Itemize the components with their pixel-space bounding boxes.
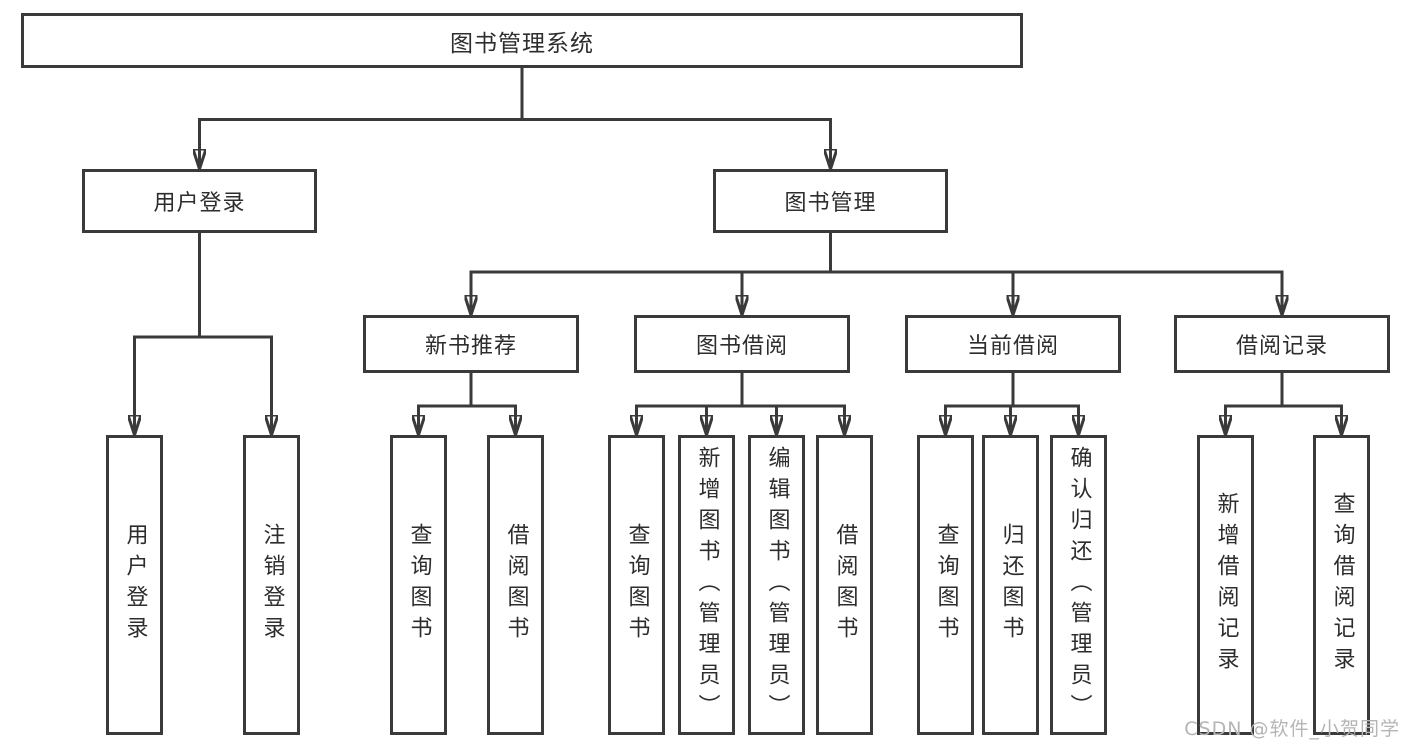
node-user-login-label: 用户登录	[153, 191, 246, 216]
leaf-borrow-books-2: 借阅图书	[816, 435, 873, 735]
leaf-query-borrow-record-label: 查询借阅记录	[1329, 492, 1355, 678]
node-new-book-recommend-label: 新书推荐	[424, 334, 517, 359]
leaf-add-borrow-record-label: 新增借阅记录	[1213, 492, 1239, 678]
leaf-return-books: 归还图书	[982, 435, 1039, 735]
leaf-borrow-books-2-label: 借阅图书	[832, 523, 858, 647]
node-book-borrow-label: 图书借阅	[695, 334, 788, 359]
leaf-confirm-return-admin-label: 确认归还（管理员）	[1066, 445, 1092, 725]
node-current-borrow-label: 当前借阅	[966, 334, 1059, 359]
leaf-logout: 注销登录	[243, 435, 300, 735]
leaf-return-books-label: 归还图书	[998, 523, 1024, 647]
node-new-book-recommend: 新书推荐	[363, 315, 579, 373]
leaf-borrow-books-1: 借阅图书	[487, 435, 544, 735]
leaf-query-books-3-label: 查询图书	[933, 523, 959, 647]
leaf-borrow-books-1-label: 借阅图书	[503, 523, 529, 647]
leaf-query-books-1-label: 查询图书	[406, 523, 432, 647]
leaf-add-borrow-record: 新增借阅记录	[1197, 435, 1254, 735]
leaf-add-books-admin: 新增图书（管理员）	[678, 435, 735, 735]
node-book-management: 图书管理	[713, 169, 948, 233]
node-borrow-records-label: 借阅记录	[1235, 334, 1328, 359]
node-current-borrow: 当前借阅	[905, 315, 1121, 373]
leaf-add-books-admin-label: 新增图书（管理员）	[694, 445, 720, 725]
csdn-watermark: CSDN @软件_小贺同学	[1184, 718, 1400, 740]
leaf-confirm-return-admin: 确认归还（管理员）	[1050, 435, 1107, 735]
leaf-user-login: 用户登录	[106, 435, 163, 735]
leaf-query-books-2: 查询图书	[608, 435, 665, 735]
node-borrow-records: 借阅记录	[1174, 315, 1390, 373]
node-root-library-system: 图书管理系统	[21, 13, 1023, 68]
leaf-query-books-1: 查询图书	[390, 435, 447, 735]
node-user-login: 用户登录	[82, 169, 317, 233]
leaf-query-books-2-label: 查询图书	[624, 523, 650, 647]
leaf-user-login-label: 用户登录	[122, 523, 148, 647]
leaf-edit-books-admin: 编辑图书（管理员）	[748, 435, 805, 735]
node-root-label: 图书管理系统	[450, 30, 594, 57]
node-book-management-label: 图书管理	[784, 191, 877, 216]
leaf-logout-label: 注销登录	[259, 523, 285, 647]
node-book-borrow: 图书借阅	[634, 315, 850, 373]
leaf-edit-books-admin-label: 编辑图书（管理员）	[764, 445, 790, 725]
leaf-query-borrow-record: 查询借阅记录	[1313, 435, 1370, 735]
leaf-query-books-3: 查询图书	[917, 435, 974, 735]
